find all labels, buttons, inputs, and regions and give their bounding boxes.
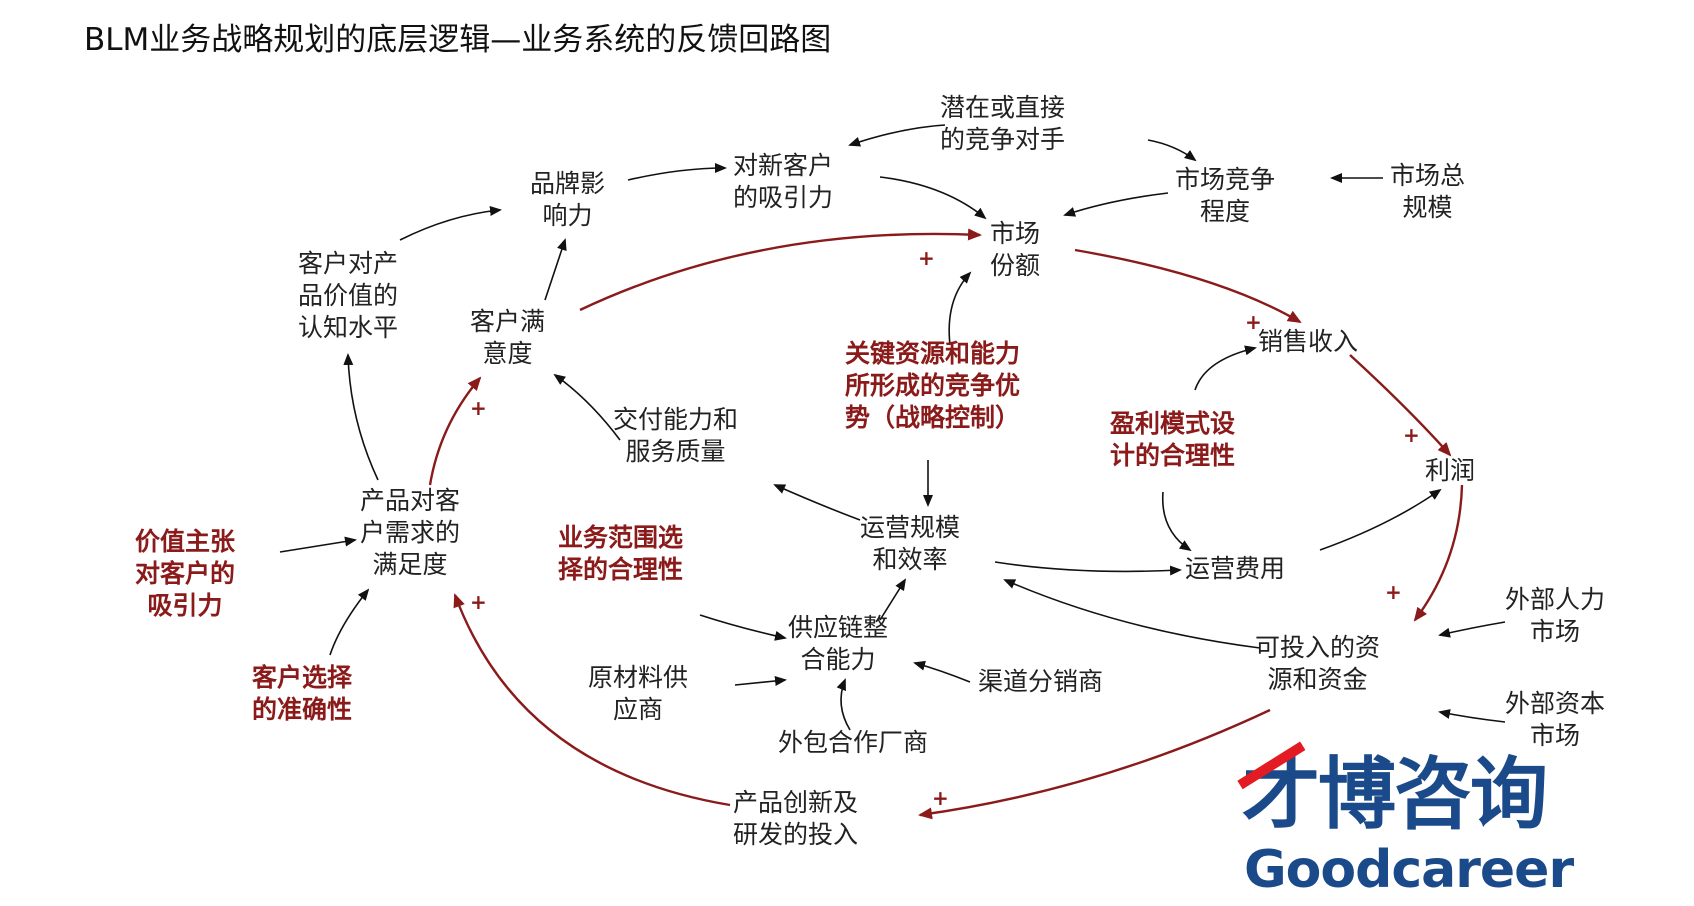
node-line: 市场: [1530, 721, 1581, 750]
node-business-scope: 业务范围选 择的合理性: [558, 522, 683, 586]
node-product-need-satisfaction: 产品对客 户需求的 满足度: [360, 485, 460, 581]
node-line: 满足度: [372, 550, 448, 579]
node-operating-cost: 运营费用: [1185, 553, 1285, 585]
node-customer-value-perception: 客户对产 品价值的 认知水平: [298, 248, 398, 344]
node-line: 规模: [1402, 193, 1453, 222]
node-profit-model: 盈利模式设 计的合理性: [1110, 408, 1235, 472]
plus-label: +: [1245, 310, 1262, 334]
node-line: 对新客户: [733, 151, 834, 180]
node-line: 合能力: [800, 645, 876, 674]
node-line: 销售收入: [1258, 327, 1359, 356]
node-line: 市场: [990, 219, 1041, 248]
node-line: 外包合作厂商: [778, 728, 929, 757]
node-line: 可投入的资: [1255, 633, 1381, 662]
node-customer-satisfaction: 客户满 意度: [470, 306, 545, 370]
node-market-share: 市场 份额: [990, 218, 1040, 282]
node-line: 意度: [482, 339, 533, 368]
node-outsourcing-partner: 外包合作厂商: [778, 727, 928, 759]
node-line: 运营费用: [1185, 554, 1286, 583]
node-key-resources: 关键资源和能力 所形成的竞争优 势（战略控制）: [845, 338, 1020, 434]
logo-chinese: 才博咨询: [1242, 750, 1548, 840]
plus-label: +: [1403, 423, 1420, 447]
node-line: 运营规模: [860, 513, 961, 542]
node-line: 客户满: [470, 307, 546, 336]
plus-label: +: [932, 786, 949, 810]
node-line: 研发的投入: [733, 820, 859, 849]
node-line: 外部人力: [1505, 585, 1606, 614]
node-line: 和效率: [872, 545, 948, 574]
node-line: 的吸引力: [733, 183, 834, 212]
node-external-hr-market: 外部人力 市场: [1505, 584, 1605, 648]
node-line: 利润: [1425, 456, 1476, 485]
node-value-proposition: 价值主张 对客户的 吸引力: [135, 526, 235, 622]
node-external-capital-market: 外部资本 市场: [1505, 688, 1605, 752]
node-line: 服务质量: [625, 437, 726, 466]
node-line: 价值主张: [135, 527, 236, 556]
node-sales-revenue: 销售收入: [1258, 326, 1358, 358]
node-line: 市场总: [1390, 161, 1466, 190]
node-line: 客户选择: [252, 663, 353, 692]
node-line: 择的合理性: [558, 555, 684, 584]
node-investable-resources: 可投入的资 源和资金: [1255, 632, 1380, 696]
node-line: 市场竞争: [1175, 165, 1276, 194]
node-line: 客户对产: [298, 249, 399, 278]
plus-label: +: [1385, 580, 1402, 604]
node-line: 原材料供: [588, 663, 689, 692]
node-line: 渠道分销商: [978, 667, 1104, 696]
diagram-title: BLM业务战略规划的底层逻辑—业务系统的反馈回路图: [84, 22, 832, 58]
node-line: 响力: [542, 201, 593, 230]
node-line: 所形成的竞争优: [845, 371, 1021, 400]
node-line: 业务范围选: [558, 523, 684, 552]
node-line: 认知水平: [298, 313, 399, 342]
node-line: 计的合理性: [1110, 441, 1236, 470]
node-line: 供应链整: [788, 613, 889, 642]
node-line: 份额: [990, 251, 1041, 280]
node-potential-competitors: 潜在或直接 的竞争对手: [940, 92, 1065, 156]
node-line: 潜在或直接: [940, 93, 1066, 122]
node-line: 的竞争对手: [940, 125, 1066, 154]
node-delivery-capability: 交付能力和 服务质量: [613, 404, 738, 468]
node-line: 吸引力: [147, 591, 223, 620]
plus-label: +: [470, 396, 487, 420]
node-line: 外部资本: [1505, 689, 1606, 718]
node-new-customer-attraction: 对新客户 的吸引力: [733, 150, 833, 214]
node-line: 的准确性: [252, 695, 353, 724]
node-customer-selection: 客户选择 的准确性: [252, 662, 352, 726]
node-market-total-size: 市场总 规模: [1390, 160, 1465, 224]
node-line: 对客户的: [135, 559, 236, 588]
node-line: 品牌影: [530, 169, 606, 198]
node-line: 产品创新及: [733, 788, 859, 817]
node-line: 关键资源和能力: [845, 339, 1021, 368]
node-market-competition: 市场竞争 程度: [1175, 164, 1275, 228]
node-line: 势（战略控制）: [845, 403, 1021, 432]
node-channel-distributor: 渠道分销商: [978, 666, 1103, 698]
node-line: 源和资金: [1267, 665, 1368, 694]
node-line: 盈利模式设: [1110, 409, 1236, 438]
node-line: 品价值的: [298, 281, 399, 310]
node-brand-influence: 品牌影 响力: [530, 168, 605, 232]
plus-label: +: [470, 590, 487, 614]
plus-label: +: [918, 246, 935, 270]
node-profit: 利润: [1425, 455, 1475, 487]
node-line: 交付能力和: [613, 405, 739, 434]
node-line: 市场: [1530, 617, 1581, 646]
node-line: 户需求的: [360, 518, 461, 547]
node-line: 产品对客: [360, 486, 461, 515]
logo-english: Goodcareer: [1244, 840, 1574, 900]
node-supply-chain: 供应链整 合能力: [788, 612, 888, 676]
node-line: 程度: [1200, 197, 1251, 226]
node-raw-material-supplier: 原材料供 应商: [588, 662, 688, 726]
node-product-innovation: 产品创新及 研发的投入: [733, 787, 858, 851]
node-line: 应商: [613, 695, 664, 724]
node-operation-scale: 运营规模 和效率: [860, 512, 960, 576]
